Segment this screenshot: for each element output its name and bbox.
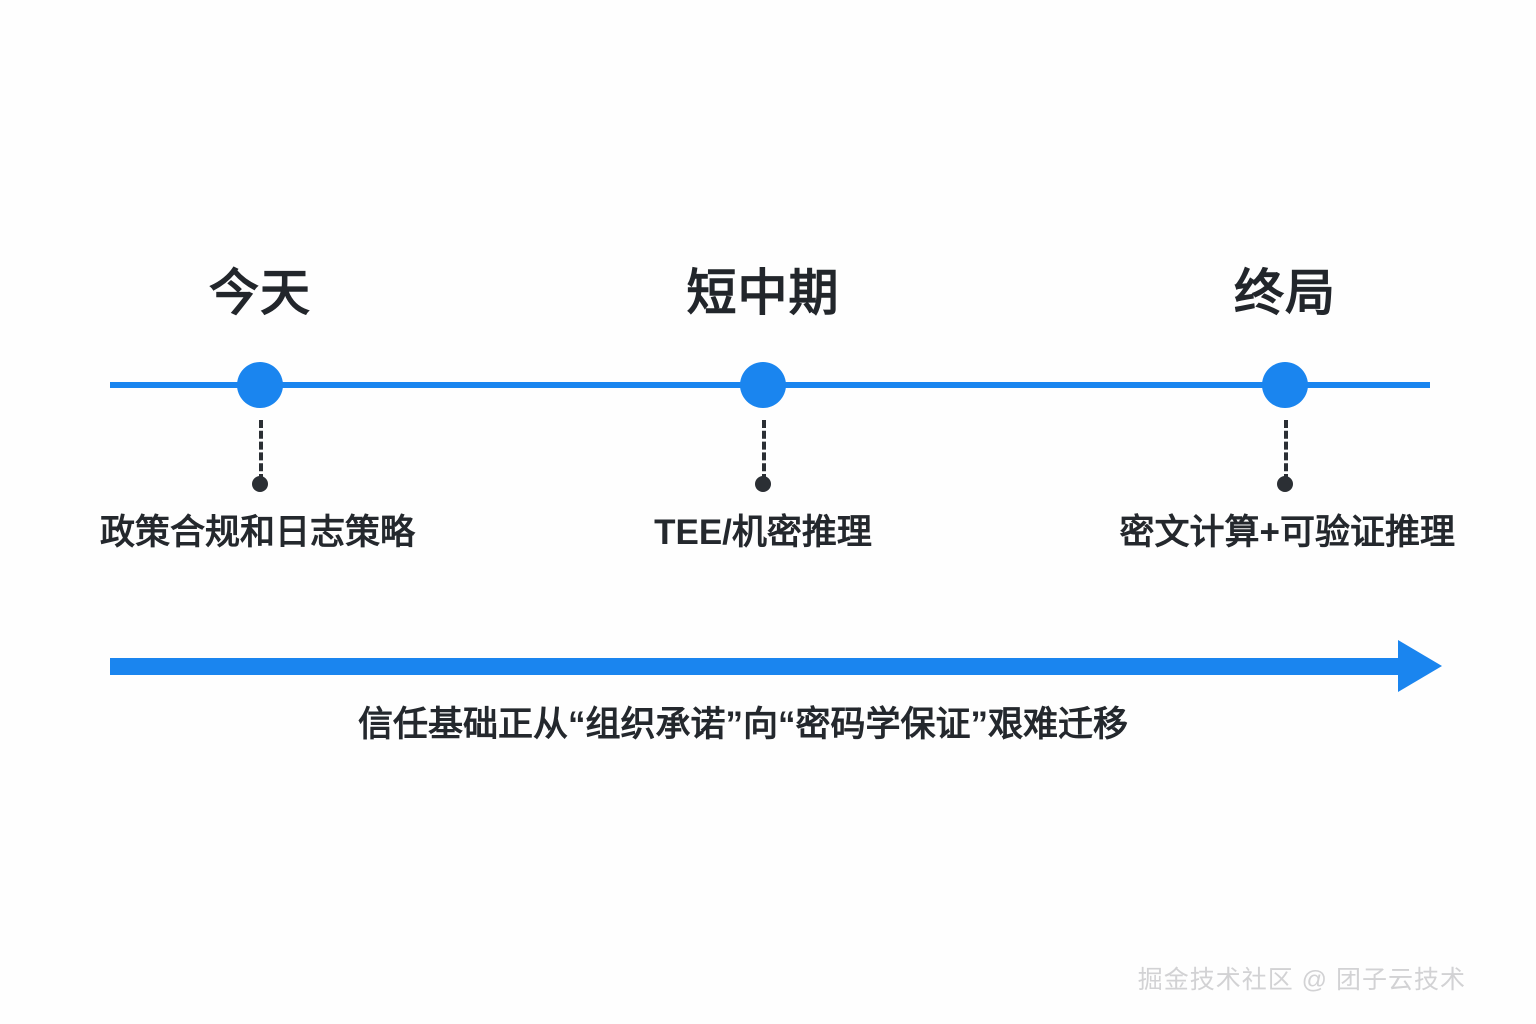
- milestone-sublabel: 密文计算+可验证推理: [1119, 513, 1455, 552]
- direction-arrow-caption: 信任基础正从“组织承诺”向“密码学保证”艰难迁移: [358, 705, 1129, 744]
- milestone-heading: 终局: [1234, 265, 1336, 321]
- milestone-connector-end-dot: [252, 476, 268, 492]
- direction-arrow-head-icon: [1398, 640, 1442, 692]
- direction-arrow-shaft: [110, 658, 1410, 675]
- milestone-node-dot[interactable]: [1262, 362, 1308, 408]
- milestone-sublabel: 政策合规和日志策略: [100, 513, 416, 552]
- watermark: 掘金技术社区 @ 团子云技术: [1137, 966, 1466, 994]
- milestone-dashed-connector: [762, 420, 766, 482]
- milestone-connector-end-dot: [1277, 476, 1293, 492]
- milestone-heading: 今天: [209, 265, 311, 321]
- milestone-node-dot[interactable]: [237, 362, 283, 408]
- milestone-node-dot[interactable]: [740, 362, 786, 408]
- milestone-dashed-connector: [1284, 420, 1288, 482]
- milestone-dashed-connector: [259, 420, 263, 482]
- milestone-sublabel: TEE/机密推理: [654, 513, 872, 552]
- milestone-heading: 短中期: [686, 265, 840, 321]
- milestone-connector-end-dot: [755, 476, 771, 492]
